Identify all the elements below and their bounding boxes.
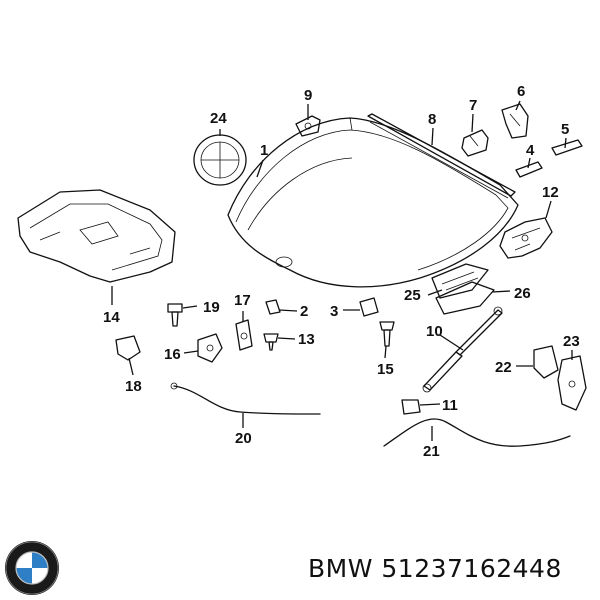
callout-12: 12 [542,184,559,201]
callout-9: 9 [304,87,312,104]
buffer-3 [359,297,379,317]
callout-7: 7 [469,97,477,114]
hood-lock-23 [557,355,587,411]
bracket-7 [461,129,489,157]
callout-4: 4 [526,142,535,159]
callout-6: 6 [517,83,525,100]
grille-frame [435,281,495,315]
bolt-19 [167,303,183,327]
exploded-parts-diagram: 1 2 3 4 5 6 7 8 9 10 11 12 13 14 15 16 1… [17,83,587,460]
gas-strut [422,306,503,393]
callout-20: 20 [235,430,252,447]
stop-15 [379,321,395,347]
callout-2: 2 [300,303,308,320]
hinge-12 [499,217,553,259]
sound-insulation [17,189,176,283]
support-6 [501,103,529,139]
callout-25: 25 [404,287,421,304]
buffer-5 [551,139,583,156]
callout-22: 22 [495,359,512,376]
latch-16 [197,333,223,363]
part-number-label: BMW 51237162448 [308,554,562,583]
bracket-17 [235,319,253,351]
latch-bracket-18 [115,335,141,361]
release-cable-21 [383,418,571,447]
callout-24: 24 [210,110,227,127]
callout-16: 16 [164,346,181,363]
air-grille [431,263,489,299]
callout-5: 5 [561,121,569,138]
hood-panel [227,117,519,288]
callout-15: 15 [377,361,394,378]
release-cable-20 [170,382,321,415]
screw-13 [263,333,279,351]
callout-13: 13 [298,331,315,348]
hood-seal-strip [367,113,516,199]
callout-11: 11 [442,397,458,414]
striker-22 [533,345,559,379]
callout-3: 3 [330,303,338,320]
callout-26: 26 [514,285,531,302]
leader-lines [111,100,573,441]
clip-2 [265,299,281,315]
callout-10: 10 [426,323,443,340]
callout-18: 18 [125,378,142,395]
hood-clip [295,115,321,137]
callout-14: 14 [103,309,120,326]
callout-8: 8 [428,111,436,128]
bmw-roundel-icon [5,541,59,595]
callout-23: 23 [563,333,580,350]
callout-21: 21 [423,443,440,460]
callout-17: 17 [234,292,251,309]
buffer-4 [515,161,543,178]
callout-labels: 1 2 3 4 5 6 7 8 9 10 11 12 13 14 15 16 1… [103,83,580,460]
callout-19: 19 [203,299,220,316]
bmw-emblem [193,134,247,186]
release-handle-11 [401,399,421,415]
callout-1: 1 [260,142,268,159]
